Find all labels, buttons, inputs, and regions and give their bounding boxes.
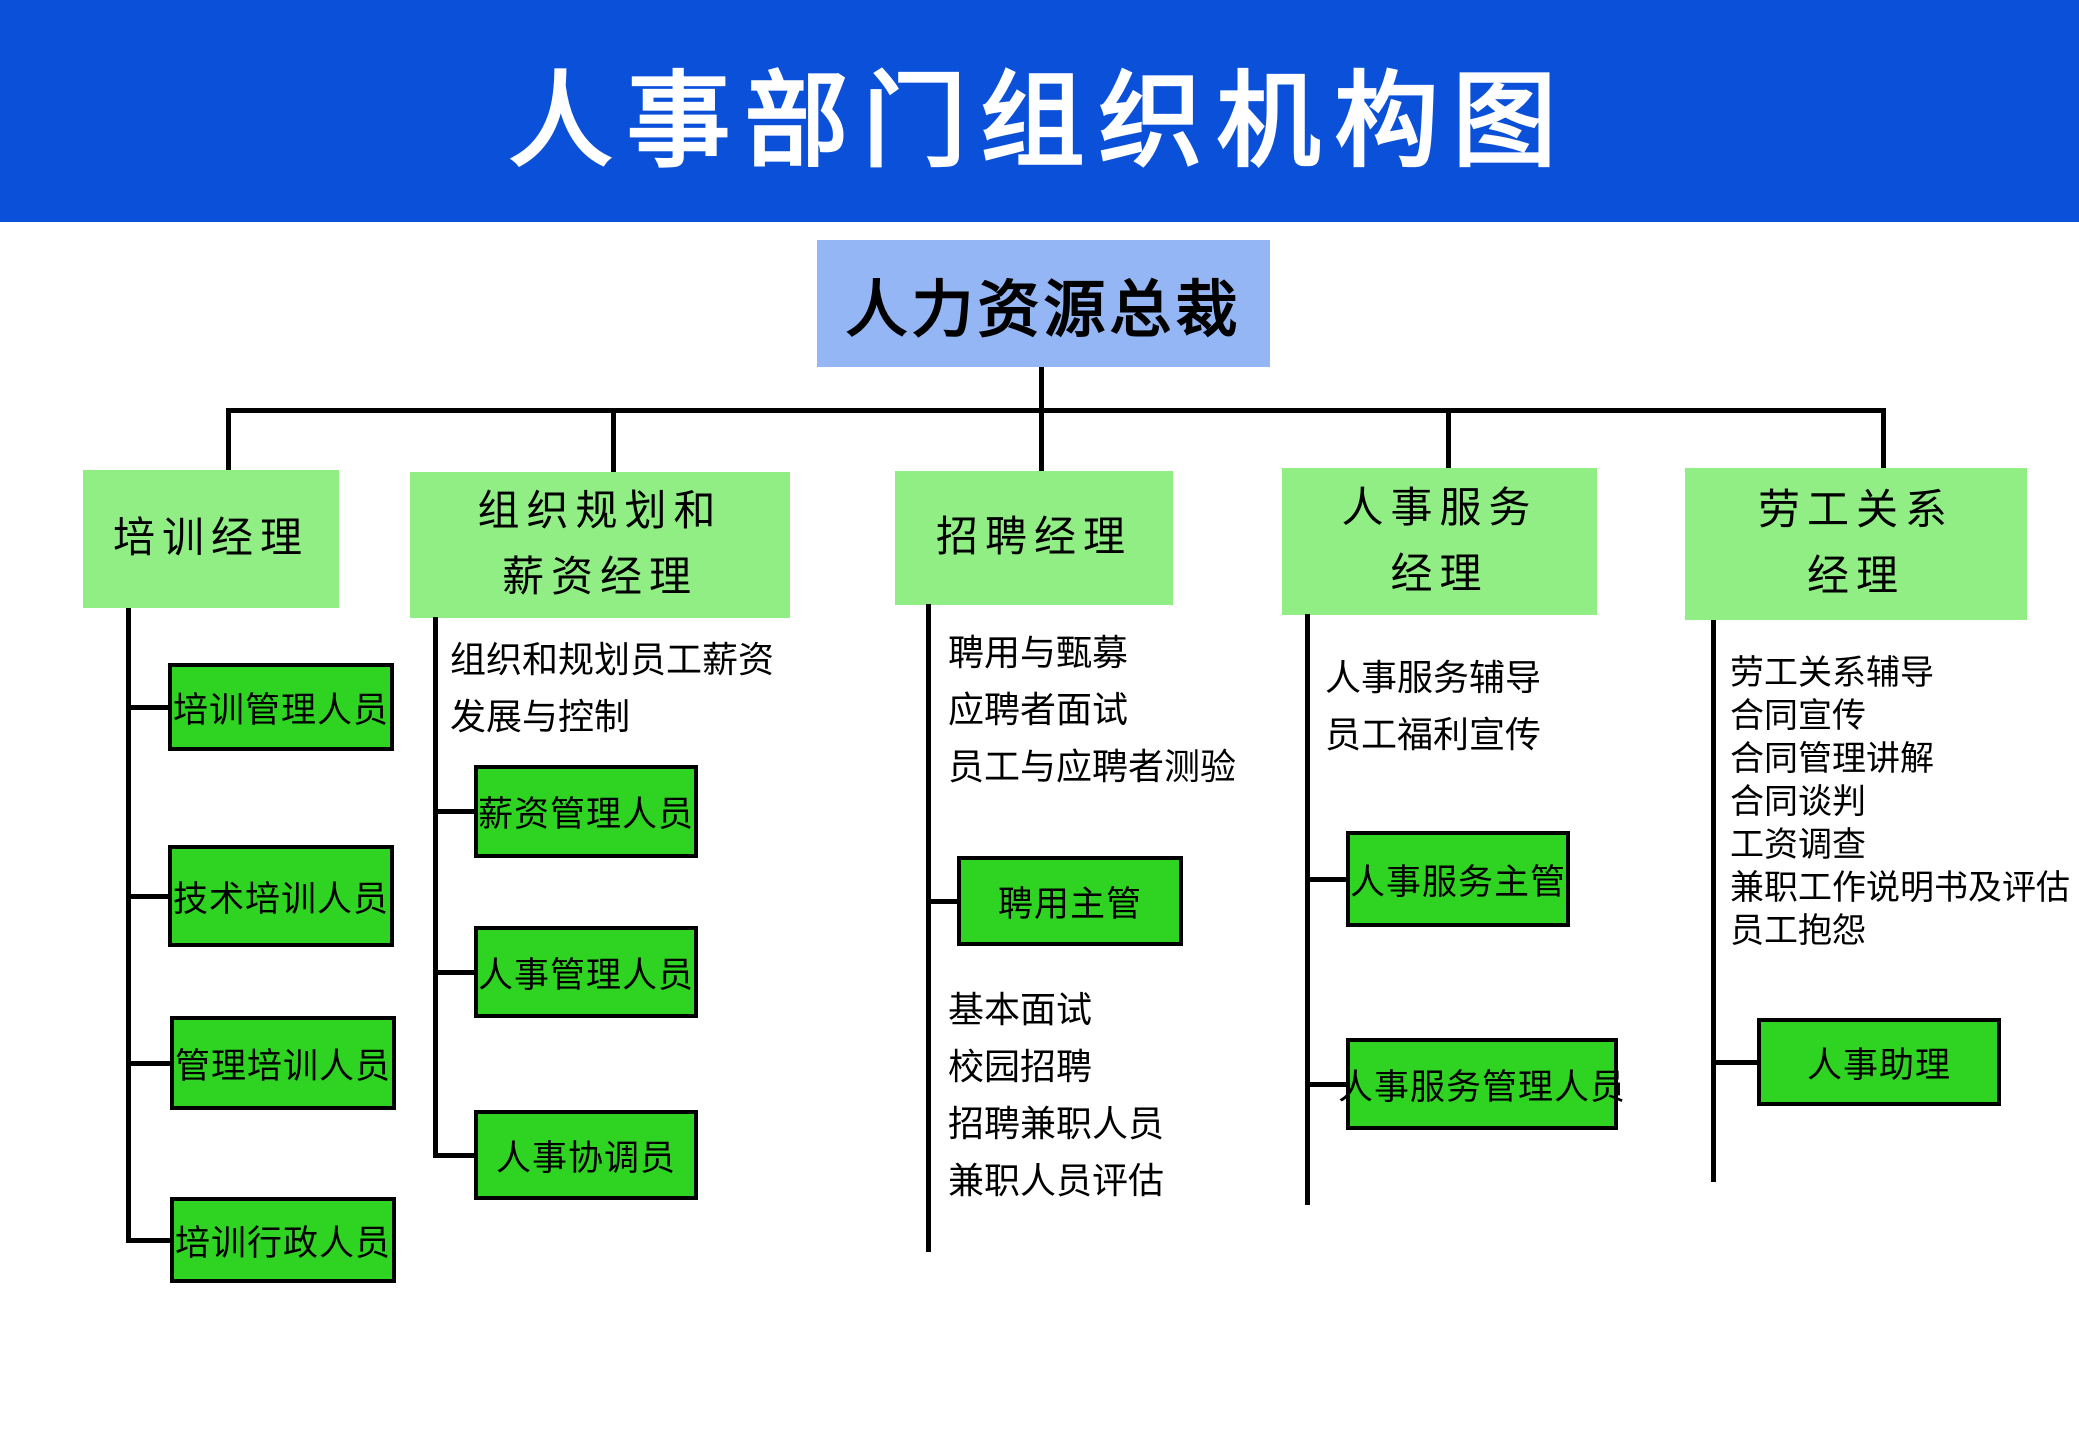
node-hr-president: 人力资源总裁	[817, 240, 1270, 367]
node-label: 薪资管理人员	[478, 795, 695, 834]
node-personnel-coordinator: 人事协调员	[474, 1110, 698, 1200]
note-line: 组织和规划员工薪资	[450, 640, 775, 680]
connector-stub-col4-child2	[1305, 1082, 1354, 1087]
connector-drop-col3	[1039, 408, 1044, 471]
note-line: 合同管理讲解	[1730, 741, 1934, 778]
note-line: 员工与应聘者测验	[948, 747, 1237, 787]
note-line: 校园招聘	[948, 1047, 1093, 1087]
note-line: 人事服务辅导	[1325, 658, 1542, 698]
node-label-line2: 经理	[1806, 554, 1905, 600]
connector-stub-col4-child1	[1305, 877, 1354, 882]
node-label-line2: 薪资经理	[501, 555, 698, 601]
note-line: 发展与控制	[450, 697, 631, 737]
note-line: 工资调查	[1730, 827, 1866, 864]
node-personnel-service-manager: 人事服务 经理	[1282, 468, 1597, 615]
node-label: 聘用主管	[997, 884, 1142, 924]
node-personnel-assistant: 人事助理	[1757, 1018, 2001, 1106]
node-label-line2: 经理	[1390, 551, 1489, 598]
note-line: 基本面试	[948, 990, 1093, 1030]
connector-stub-col1-child1	[126, 705, 174, 710]
node-personnel-management-staff: 人事管理人员	[474, 926, 698, 1018]
connector-root-stub	[1039, 367, 1044, 410]
node-label-line1: 劳工关系	[1757, 488, 1954, 534]
note-line: 合同谈判	[1730, 784, 1866, 821]
node-label: 人事协调员	[495, 1138, 676, 1178]
connector-spine-col1	[126, 608, 131, 1242]
node-label-line1: 人事服务	[1341, 485, 1538, 532]
notes-col3-upper: 聘用与甄募 应聘者面试 员工与应聘者测验	[948, 625, 1236, 796]
node-training-administrative-staff: 培训行政人员	[170, 1197, 396, 1283]
node-personnel-service-management-staff: 人事服务管理人员	[1338, 1038, 1625, 1130]
node-label: 人事服务主管	[1350, 862, 1567, 902]
note-line: 员工福利宣传	[1325, 715, 1542, 755]
connector-drop-col4	[1446, 408, 1451, 470]
node-management-training-staff: 管理培训人员	[170, 1016, 396, 1110]
connector-spine-col2	[433, 617, 438, 1158]
connector-spine-col4	[1305, 614, 1310, 1205]
connector-stub-col2-child1	[433, 809, 482, 814]
node-label: 管理培训人员	[174, 1046, 391, 1086]
node-labor-relations-manager: 劳工关系 经理	[1685, 468, 2027, 620]
notes-col2: 组织和规划员工薪资 发展与控制	[450, 632, 774, 746]
node-label: 人事助理	[1806, 1045, 1951, 1085]
node-label: 培训经理	[112, 516, 309, 562]
note-line: 劳工关系辅导	[1730, 655, 1934, 692]
connector-spine-col5	[1711, 620, 1716, 1182]
node-org-planning-salary-manager: 组织规划和 薪资经理	[410, 472, 790, 618]
connector-horizontal-rail	[226, 408, 1886, 413]
connector-stub-col1-child2	[126, 894, 174, 899]
note-line: 聘用与甄募	[948, 633, 1129, 673]
node-label: 人事服务管理人员	[1338, 1067, 1627, 1107]
node-training-manager: 培训经理	[83, 470, 339, 608]
note-line: 应聘者面试	[948, 690, 1129, 730]
node-label: 招聘经理	[935, 515, 1132, 561]
connector-drop-col1	[226, 408, 231, 470]
connector-spine-col3	[926, 604, 931, 1252]
node-salary-management-staff: 薪资管理人员	[474, 765, 698, 858]
node-label: 培训行政人员	[174, 1223, 391, 1263]
note-line: 兼职工作说明书及评估	[1730, 870, 2070, 907]
connector-stub-col1-child3	[126, 1061, 174, 1066]
connector-stub-col2-child3	[433, 1153, 482, 1158]
node-hiring-supervisor: 聘用主管	[957, 856, 1183, 946]
node-label-line1: 组织规划和	[477, 489, 723, 535]
note-line: 招聘兼职人员	[948, 1104, 1165, 1144]
node-recruitment-manager: 招聘经理	[895, 471, 1173, 605]
connector-drop-col5	[1881, 408, 1886, 468]
title-banner: 人事部门组织机构图	[0, 0, 2079, 222]
node-label: 人事管理人员	[478, 955, 695, 995]
connector-stub-col3-child1	[926, 899, 965, 904]
notes-col5: 劳工关系辅导 合同宣传 合同管理讲解 合同谈判 工资调查 兼职工作说明书及评估 …	[1730, 652, 2070, 953]
node-personnel-service-supervisor: 人事服务主管	[1346, 831, 1570, 927]
node-label: 人力资源总裁	[845, 276, 1242, 345]
connector-stub-col1-child4	[126, 1238, 174, 1243]
note-line: 合同宣传	[1730, 698, 1866, 735]
connector-stub-col5-child1	[1711, 1060, 1765, 1065]
chart-title: 人事部门组织机构图	[508, 64, 1571, 180]
node-technical-training-staff: 技术培训人员	[168, 845, 394, 947]
note-line: 员工抱怨	[1730, 913, 1866, 950]
connector-stub-col2-child2	[433, 970, 482, 975]
node-label: 技术培训人员	[172, 879, 389, 919]
node-label: 培训管理人员	[172, 690, 389, 730]
notes-col3-lower: 基本面试 校园招聘 招聘兼职人员 兼职人员评估	[948, 982, 1164, 1210]
connector-drop-col2	[611, 408, 616, 472]
node-training-admin-staff: 培训管理人员	[168, 663, 394, 751]
notes-col4: 人事服务辅导 员工福利宣传	[1325, 650, 1541, 764]
note-line: 兼职人员评估	[948, 1161, 1165, 1201]
